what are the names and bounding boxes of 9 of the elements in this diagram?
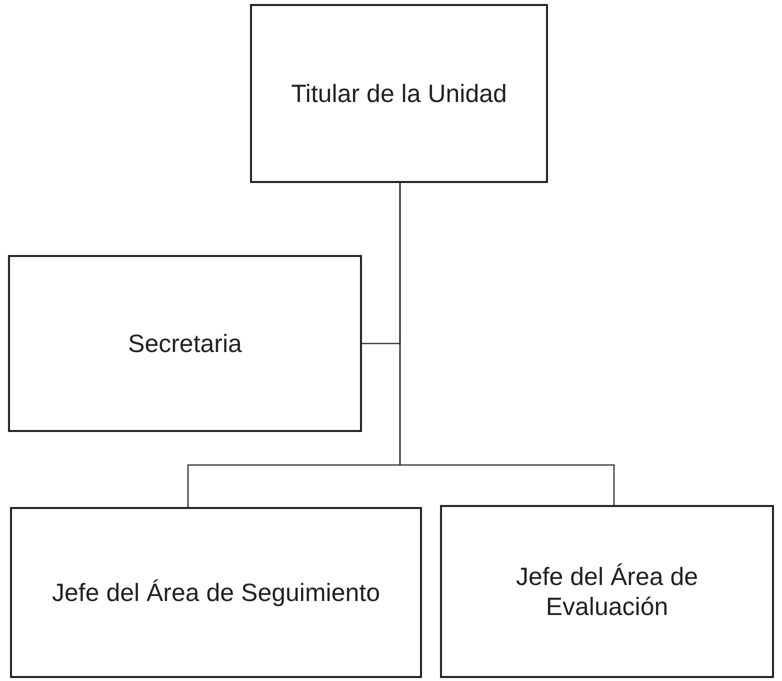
- box-label: Titular de la Unidad: [290, 78, 508, 108]
- org-box: [8, 255, 362, 432]
- org-box: [10, 507, 422, 678]
- box-label: Secretaria: [127, 328, 243, 358]
- connector-line: [399, 183, 615, 505]
- org-box: [250, 4, 548, 183]
- org-box: [440, 505, 774, 678]
- box-label: Jefe del Área de Seguimiento: [51, 578, 381, 608]
- box-label: Jefe del Área de Evaluación: [514, 562, 700, 622]
